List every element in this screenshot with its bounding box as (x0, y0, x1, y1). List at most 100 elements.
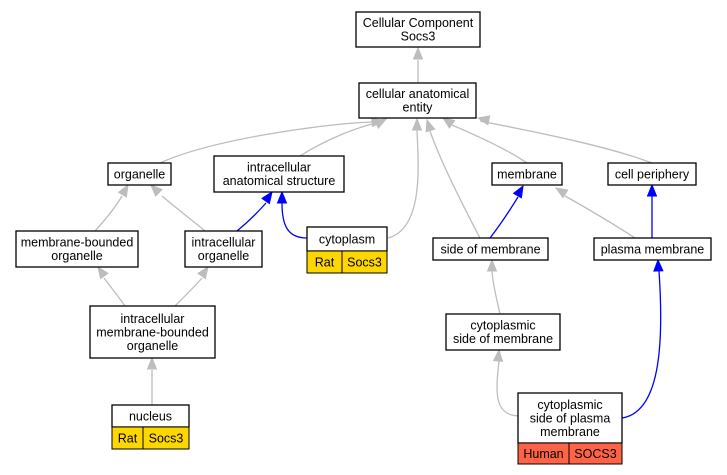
edge-cellperiph-to-cae (476, 115, 653, 164)
arrowhead (97, 265, 109, 280)
node-pm[interactable]: plasma membrane (593, 237, 712, 261)
gene-tag (568, 442, 623, 465)
edge-line (564, 195, 636, 239)
edges-layer (94, 46, 664, 419)
node-box (358, 82, 477, 119)
edge-line (236, 202, 267, 232)
node-box (491, 162, 563, 186)
edge-pm-to-cellperiph (646, 183, 658, 238)
node-label: anatomical structure (223, 174, 336, 188)
edge-cae-to-root (412, 46, 424, 83)
edge-io-to-organelle (150, 184, 206, 232)
gene-label: SOCS3 (574, 447, 616, 461)
gene-label: Socs3 (149, 431, 184, 445)
node-box (15, 230, 139, 268)
edge-mbo-to-organelle (94, 183, 129, 232)
arrowhead (117, 183, 129, 198)
arrowhead (412, 46, 424, 60)
edge-line (159, 121, 373, 164)
arrowhead (492, 348, 504, 362)
arrowhead (646, 183, 658, 197)
node-label: cellular anatomical (366, 87, 470, 101)
arrowhead (146, 356, 158, 370)
edge-line (429, 130, 481, 239)
node-label: membrane (497, 167, 557, 181)
edge-pm-to-membrane (554, 187, 636, 239)
node-cellperiph[interactable]: cell periphery (607, 162, 697, 186)
arrowhead (441, 117, 456, 129)
edge-cytoplasm-to-cae (387, 117, 423, 239)
edge-line (491, 270, 501, 315)
node-box (306, 226, 388, 252)
species-label: Rat (118, 431, 138, 445)
node-label: Cellular Component (363, 16, 474, 30)
edge-cspm-to-pm (621, 258, 664, 419)
node-label: Socs3 (401, 30, 436, 44)
node-box (89, 305, 216, 359)
edge-cspm-to-csom (492, 348, 521, 417)
edge-csom-to-som (486, 258, 501, 315)
edge-membrane-to-cae (441, 117, 528, 164)
node-label: organelle (51, 249, 102, 263)
arrowhead (653, 258, 664, 272)
edge-line (621, 270, 662, 419)
edge-line (451, 124, 528, 164)
node-label: organelle (198, 249, 249, 263)
node-label: intracellular (121, 312, 185, 326)
node-membrane[interactable]: membrane (491, 162, 563, 186)
node-som[interactable]: side of membrane (432, 237, 549, 261)
arrowhead (554, 187, 569, 199)
edge-line (161, 195, 206, 232)
node-label: cytoplasmic (470, 319, 535, 333)
node-label: intracellular (247, 161, 311, 175)
node-box (607, 162, 697, 186)
arrowhead (150, 184, 163, 197)
node-label: membrane-bounded (21, 236, 134, 250)
edge-ias-to-cae (299, 118, 388, 157)
node-box (213, 155, 345, 193)
node-box (445, 313, 561, 351)
arrowhead (486, 258, 498, 272)
edge-line (496, 360, 521, 417)
node-label: side of plasma (530, 411, 611, 425)
node-label: intracellular (192, 236, 256, 250)
arrowhead (411, 117, 423, 131)
node-organelle[interactable]: organelle (107, 162, 172, 186)
edge-som-to-membrane (489, 184, 524, 239)
edge-line (281, 202, 308, 239)
node-label: side of membrane (440, 242, 540, 256)
arrowhead (476, 115, 491, 126)
edge-imbo-to-io (174, 265, 209, 307)
node-label: cytoplasmic (537, 398, 602, 412)
node-box (107, 162, 172, 186)
edge-cytoplasm-to-ias (276, 190, 308, 239)
node-label: organelle (127, 339, 178, 353)
gene-label: Socs3 (347, 255, 382, 269)
edge-line (489, 196, 519, 239)
edge-som-to-cae (425, 118, 481, 239)
edge-line (174, 277, 203, 307)
edge-line (103, 277, 126, 307)
arrowhead (425, 118, 436, 133)
node-label: membrane (540, 425, 600, 439)
node-label: organelle (114, 167, 165, 181)
node-label: membrane-bounded (96, 325, 209, 339)
edge-imbo-to-mbo (97, 265, 126, 307)
edge-io-to-ias (236, 190, 273, 232)
edge-nucleus-to-imbo (146, 356, 158, 405)
arrowhead (512, 184, 524, 199)
node-label: cell periphery (615, 167, 690, 181)
edge-line (387, 129, 419, 239)
